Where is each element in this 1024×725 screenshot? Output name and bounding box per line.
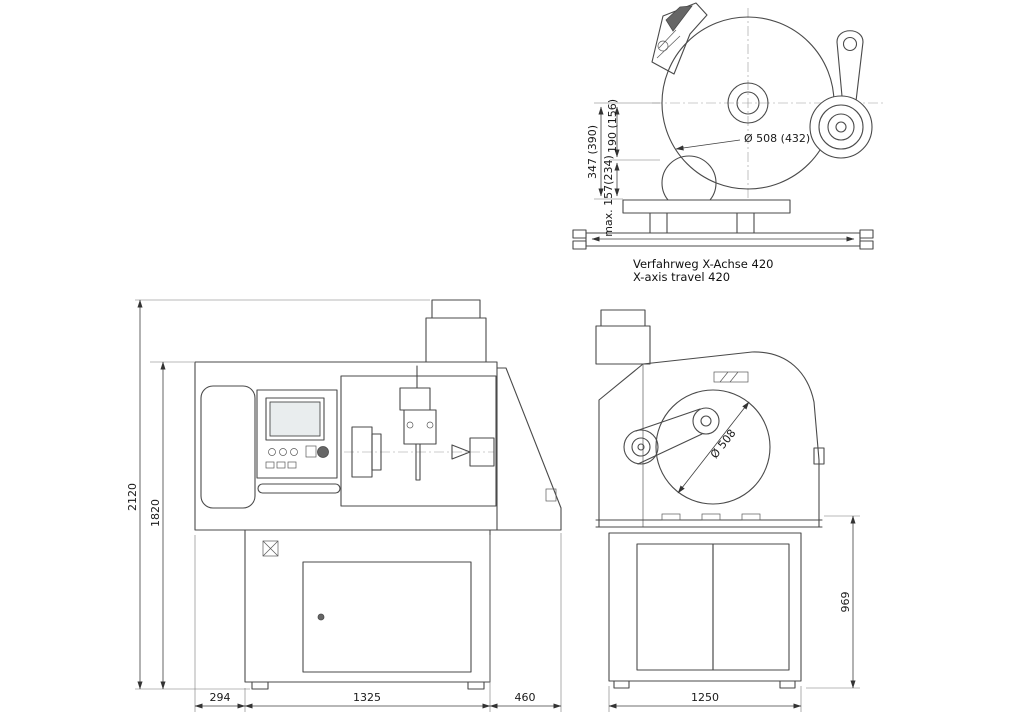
chuck-face (371, 433, 382, 471)
right-slanted-panel (496, 367, 562, 531)
arm-pivot-hole (842, 36, 858, 52)
table-leg-right (736, 212, 755, 235)
detail-view: 347 (390) 190 (156) max. 157(234) Ø 508 … (572, 2, 884, 284)
panel-button-1 (268, 448, 276, 456)
guard-bolt (657, 40, 669, 52)
side-foot-left (613, 680, 630, 689)
dim-total-height: 2120 (126, 483, 139, 511)
detail-wheel-diameter-label: Ø 508 (432) (744, 132, 810, 145)
side-door-left (636, 543, 714, 671)
work-window (340, 375, 497, 507)
motor-pulley (623, 429, 659, 465)
screen (269, 401, 321, 437)
side-foot-right (779, 680, 796, 689)
side-base-cabinet (608, 532, 802, 682)
stack-cap (431, 299, 481, 319)
emergency-stop-button (317, 446, 329, 458)
wheel-pulley (692, 407, 720, 435)
belt-bottom (637, 433, 703, 465)
side-diameter-line (677, 401, 750, 494)
dim-right-offset: 460 (515, 691, 536, 704)
panel-button-3 (290, 448, 298, 456)
side-exhaust-stack (595, 325, 651, 365)
dim-width: 1250 (691, 691, 719, 704)
base-cabinet (244, 529, 491, 683)
side-cutting-wheel (655, 389, 771, 505)
exhaust-stack (425, 317, 487, 363)
side-stack-cap (600, 309, 646, 327)
dim-base-height: 969 (839, 592, 852, 613)
diameter-leader (675, 139, 741, 151)
foot-right (467, 681, 485, 690)
table-leg-left (649, 212, 668, 235)
dim-left-offset: 294 (210, 691, 231, 704)
tailstock-body (469, 437, 495, 467)
side-hood (598, 351, 820, 528)
control-panel (256, 389, 338, 479)
panel-switch (305, 445, 317, 458)
dim-body-width: 1325 (353, 691, 381, 704)
front-view: 2120 1820 294 1325 460 (126, 299, 562, 712)
hood-vent (713, 371, 749, 383)
wheel-guard (651, 2, 708, 75)
foot-left (251, 681, 269, 690)
side-handle (813, 447, 825, 465)
cabinet-door (302, 561, 472, 673)
wheel-guard-shading (665, 5, 693, 32)
vent (262, 540, 279, 557)
cutting-head-body (403, 409, 437, 445)
work-table (622, 199, 791, 214)
side-view: Ø 508 969 1250 (595, 309, 860, 712)
dim-body-height: 1820 (149, 499, 162, 527)
slant-latch (545, 488, 557, 502)
caption-german: Verfahrweg X-Achse 420 (633, 257, 773, 271)
tailstock-center (451, 444, 471, 460)
rail-endcap-right-bottom (859, 240, 874, 250)
door-lock (317, 613, 325, 621)
wheel-hub-bore (736, 91, 760, 115)
cutting-head-motor (399, 387, 431, 411)
x-axis-rail (585, 232, 861, 247)
panel-button-2 (279, 448, 287, 456)
caption-english: X-axis travel 420 (633, 270, 730, 284)
rail-endcap-left-bottom (572, 240, 587, 250)
front-handle (257, 483, 341, 494)
left-door (200, 385, 256, 509)
dim-wheel-center-height: 347 (390) (586, 125, 599, 179)
dim-max: max. 157(234) (602, 155, 615, 237)
screen-frame (265, 397, 325, 441)
side-door-right (712, 543, 790, 671)
rail-endcap-left-top (572, 229, 587, 239)
rail-endcap-right-top (859, 229, 874, 239)
wheel-hub (727, 82, 769, 124)
dim-upper: 190 (156) (606, 99, 619, 153)
cutting-blade (415, 443, 421, 481)
